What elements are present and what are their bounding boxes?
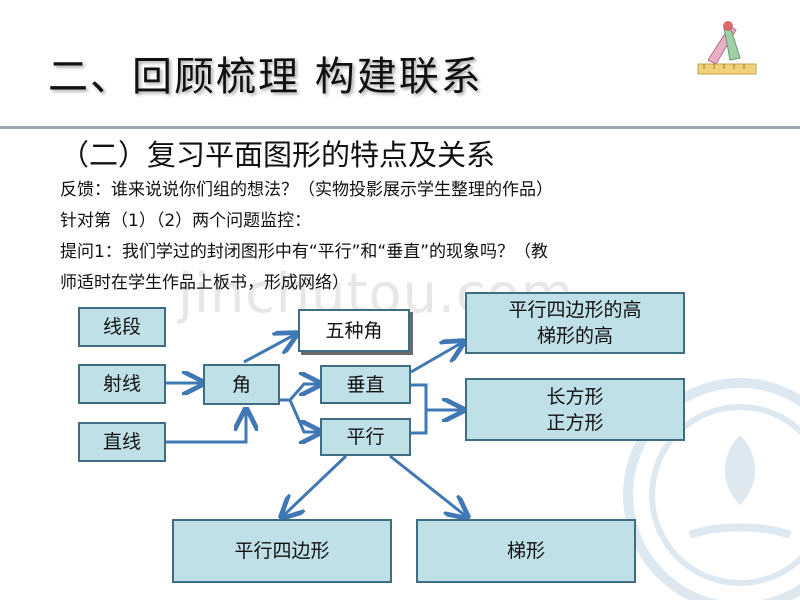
angle-box: 角: [203, 364, 280, 405]
arrow-line-to-angle: [166, 410, 246, 444]
parallel-box: 平行: [320, 418, 411, 456]
parallelogram-box: 平行四边形: [172, 519, 392, 583]
perpendicular-label: 垂直: [346, 373, 385, 396]
arrow-parallel-to-parallelogram: [282, 454, 348, 517]
heights-line-1: 平行四边形的高: [508, 299, 642, 321]
trapezoid-box: 梯形: [416, 519, 636, 583]
segment-label: 线段: [102, 316, 141, 338]
ray-box: 射线: [78, 364, 166, 404]
arrow-perp-parallel-to-rectangle: [411, 383, 463, 435]
slide-title: 二、回顾梳理 构建联系: [48, 54, 483, 100]
line-box: 直线: [78, 422, 166, 462]
square-label: 正方形: [546, 411, 604, 434]
ray-label: 射线: [102, 373, 141, 395]
geometry-tools-icon: [697, 21, 757, 75]
title-divider: [0, 126, 800, 129]
angle-label: 角: [231, 373, 251, 396]
body-line: 反馈：谁来说说你们组的想法？（实物投影展示学生整理的作品）: [60, 180, 553, 200]
five-angles-box: 五种角: [298, 309, 410, 352]
arrow-angle-to-perpendicular: [280, 384, 320, 402]
arrow-parallel-to-trapezoid: [389, 454, 467, 517]
parallel-label: 平行: [346, 426, 385, 448]
parallelogram-label: 平行四边形: [234, 540, 330, 562]
line-label: 直线: [102, 431, 141, 453]
five-angles-label: 五种角: [325, 319, 383, 342]
trapezoid-label: 梯形: [506, 540, 545, 562]
body-line: 师适时在学生作品上板书，形成网络）: [60, 273, 349, 293]
arrow-angle-to-parallel: [280, 398, 320, 432]
heights-line-2: 梯形的高: [536, 325, 613, 347]
segment-box: 线段: [78, 307, 166, 347]
body-line: 提问1：我们学过的封闭图形中有“平行”和“垂直”的现象吗？（教: [60, 242, 549, 262]
rectangle-label: 长方形: [546, 385, 604, 408]
body-line: 针对第（1）（2）两个问题监控：: [60, 211, 312, 231]
body-text: 反馈：谁来说说你们组的想法？（实物投影展示学生整理的作品） 针对第（1）（2）两…: [60, 175, 750, 299]
perpendicular-box: 垂直: [320, 365, 411, 404]
heights-box: 平行四边形的高 梯形的高: [465, 292, 685, 354]
arrow-angle-to-five-angles: [243, 334, 296, 364]
slide-subtitle: （二）复习平面图形的特点及关系: [60, 138, 496, 172]
arrow-perpendicular-to-heights: [410, 342, 463, 374]
rectangle-square-box: 长方形 正方形: [465, 378, 685, 441]
watermark-emblem-icon: [623, 378, 800, 600]
